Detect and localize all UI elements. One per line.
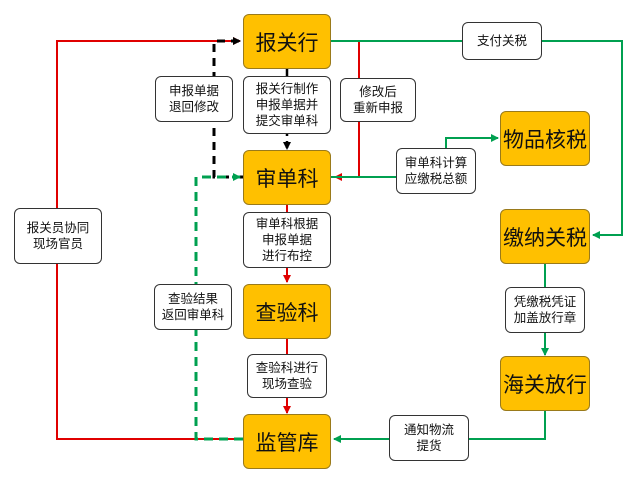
node-pay-duties: 缴纳关税 xyxy=(500,209,590,264)
label-revised-resubmit: 修改后 重新申报 xyxy=(340,78,416,122)
label-declaration-returned: 申报单据 退回修改 xyxy=(155,76,233,122)
arrow-review-return-to-broker xyxy=(212,37,243,179)
node-document-review: 审单科 xyxy=(243,150,331,205)
label-broker-prepares-declaration: 报关行制作 申报单据并 提交审单科 xyxy=(243,76,331,134)
node-inspection: 查验科 xyxy=(243,284,331,339)
label-review-calculates-tax: 审单科计算 应缴税总额 xyxy=(396,148,476,194)
label-release-stamp-with-receipt: 凭缴税凭证 加盖放行章 xyxy=(505,287,585,333)
node-tax-assessment: 物品核税 xyxy=(500,111,590,166)
label-review-dispatches-control: 审单科根据 申报单据 进行布控 xyxy=(243,212,331,268)
label-pay-duties: 支付关税 xyxy=(462,22,542,60)
label-broker-assists-officers: 报关员协同 现场官员 xyxy=(14,208,102,264)
arrow-results-back-to-review xyxy=(194,173,243,441)
label-notify-logistics-pickup: 通知物流 提货 xyxy=(389,415,469,461)
node-bonded-warehouse: 监管库 xyxy=(243,414,331,469)
node-customs-release: 海关放行 xyxy=(500,356,590,411)
label-on-site-inspection: 查验科进行 现场查验 xyxy=(247,354,327,398)
node-customs-broker: 报关行 xyxy=(243,14,331,69)
label-results-returned-to-review: 查验结果 返回审单科 xyxy=(154,284,232,330)
